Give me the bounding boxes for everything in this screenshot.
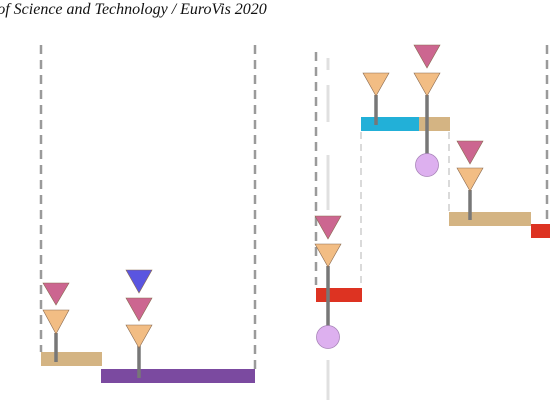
blue-triangle [125,269,153,294]
pink-triangle [42,282,70,306]
orange-triangle [456,167,484,192]
cyan-bar [361,117,420,131]
header-text: sity of Science and Technology / EuroVis… [0,1,267,18]
dashed-boundaries [39,45,549,372]
thin-dashed-lines [360,132,450,285]
triangles [42,44,484,349]
circles [316,153,439,349]
purple-bar [101,369,255,383]
stems [54,95,472,378]
pink-triangle [314,215,342,240]
tan-bar [449,212,531,226]
circle-marker [415,153,439,177]
red-bar [316,288,362,302]
tan-bar [419,117,450,131]
pink-triangle [413,44,441,69]
orange-triangle [314,243,342,268]
red-bar [531,224,550,238]
orange-triangle [413,72,441,97]
orange-triangle [42,309,70,335]
pink-triangle [456,140,484,165]
circle-marker [316,325,340,349]
pink-triangle [125,297,153,322]
orange-triangle [362,72,390,97]
orange-triangle [125,324,153,349]
page-header: sity of Science and Technology / EuroVis… [0,0,550,22]
tan-bar [41,352,102,366]
